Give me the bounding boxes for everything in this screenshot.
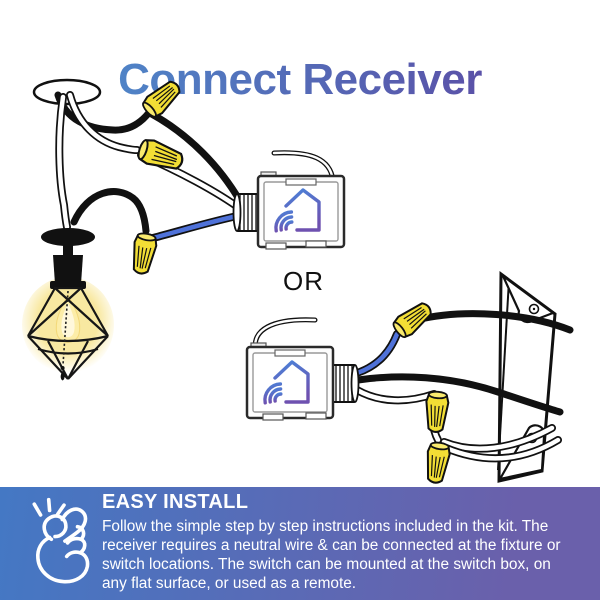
mounting-tab [262, 413, 284, 421]
switch-wiring-diagram [245, 271, 574, 486]
wire-nut [128, 230, 160, 277]
wire-cage [27, 286, 109, 380]
mounting-tab [305, 412, 327, 420]
black-hot-wire [354, 373, 564, 416]
black-hot-wire [412, 310, 574, 334]
threaded-connector [232, 193, 261, 232]
glowing-bulb [22, 277, 114, 373]
or-label: OR [283, 266, 324, 296]
receiver-unit [232, 150, 346, 250]
pull-chain [60, 290, 69, 381]
pendant-cage-lamp [27, 228, 109, 381]
banner-body: Follow the simple step by step instructi… [102, 518, 561, 592]
mounting-tab [265, 242, 287, 250]
receiver-unit [245, 317, 360, 421]
smart-home-wifi-logo [263, 360, 310, 405]
black-hot-wire [146, 109, 244, 205]
banner-text-block: EASY INSTALL Follow the simple step by s… [102, 491, 572, 593]
wire-nut [134, 135, 187, 175]
ceiling-hole [32, 78, 102, 106]
wire-nut [422, 440, 453, 486]
banner-heading: EASY INSTALL [102, 491, 249, 513]
black-lamp-wire [70, 188, 150, 235]
threaded-connector [331, 364, 360, 403]
blue-neutral-wire [353, 330, 401, 377]
switch-wires [353, 310, 574, 463]
smart-home-wifi-logo [274, 188, 321, 233]
snap-fingers-icon [32, 497, 90, 584]
fixture-wiring-diagram [22, 75, 346, 381]
mounting-tab [305, 240, 327, 248]
easy-install-banner: EASY INSTALL Follow the simple step by s… [0, 487, 600, 600]
wire-nut [423, 390, 451, 434]
page-title: Connect Receiver [0, 55, 600, 105]
fixture-wires [54, 91, 246, 242]
black-hot-wire [54, 91, 155, 134]
